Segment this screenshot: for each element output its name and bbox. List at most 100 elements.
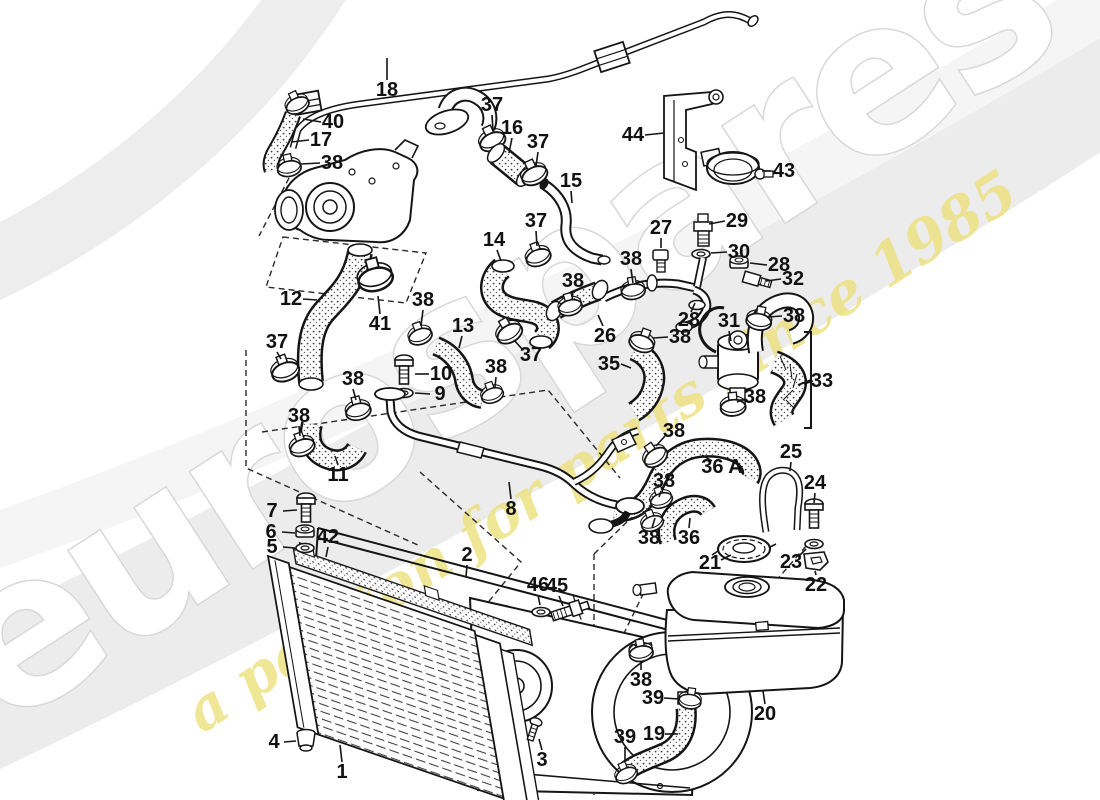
corrugated-hose	[769, 350, 808, 427]
callout-7: 7	[266, 500, 298, 522]
part-number-label: 28	[678, 309, 700, 331]
callout-45: 45	[546, 575, 568, 607]
callout-28: 28	[678, 302, 700, 331]
callout-leader	[302, 298, 318, 301]
part-number-label: 46	[527, 574, 549, 596]
callout-leader	[814, 570, 817, 576]
part-number-label: 8	[505, 498, 516, 520]
part-number-label: 38	[321, 152, 343, 174]
callout-leader	[465, 564, 468, 578]
part-number-label: 39	[642, 687, 664, 709]
sensor-washer	[691, 248, 711, 260]
callout-leader	[334, 455, 339, 466]
callout-15: 15	[560, 170, 582, 204]
part-number-label: 38	[485, 356, 507, 378]
callout-leader	[813, 492, 816, 504]
vent-hose	[759, 466, 804, 533]
callout-leader	[508, 137, 513, 154]
callout-leader	[597, 314, 604, 327]
callout-8: 8	[505, 481, 517, 520]
callout-30: 30	[710, 241, 750, 263]
pump-inlet-hose	[262, 111, 302, 173]
radiator-seal-strip	[292, 547, 534, 647]
callout-leader	[767, 315, 783, 318]
callout-leader	[538, 738, 543, 751]
callout-leader	[300, 162, 321, 165]
callout-leader	[789, 461, 792, 472]
callout-leader	[570, 190, 573, 204]
part-number-label: 30	[728, 241, 750, 263]
callout-9: 9	[414, 383, 446, 405]
callout-leader	[655, 435, 666, 447]
part-number-label: 33	[811, 370, 833, 392]
part-number-label: 36 A	[701, 456, 743, 478]
callout-12: 12	[280, 288, 318, 310]
water-pipe-8	[374, 387, 645, 534]
callout-leader	[736, 398, 746, 403]
callout-leader	[377, 295, 381, 315]
part-number-label: 17	[310, 129, 332, 151]
callout-leader	[803, 380, 814, 385]
watermark-swoosh-top-left	[0, 0, 346, 301]
callout-38: 38	[485, 356, 507, 388]
callout-25: 25	[780, 441, 802, 472]
water-pump	[274, 139, 420, 244]
part-number-label: 18	[376, 79, 398, 101]
callout-33: 33	[803, 370, 833, 392]
part-number-label: 44	[622, 124, 645, 146]
callout-38: 38	[652, 326, 691, 348]
callout-leader	[571, 290, 574, 301]
expansion-tank	[628, 570, 845, 705]
callout-leader	[508, 481, 512, 500]
water-neck	[424, 86, 498, 136]
callout-22: 22	[805, 570, 827, 596]
callout-leader	[283, 740, 297, 743]
part-number-label: 37	[525, 210, 547, 232]
callout-leader	[491, 114, 494, 132]
part-number-label: 26	[594, 325, 616, 347]
callout-leader	[728, 330, 732, 342]
part-number-label: 38	[562, 270, 584, 292]
part-number-label: 37	[266, 331, 288, 353]
mount-washer	[295, 542, 315, 554]
callout-leader	[710, 251, 728, 254]
part-number-label: 21	[699, 552, 721, 574]
callout-31: 31	[718, 310, 740, 342]
callout-38: 38	[638, 517, 660, 549]
callout-39: 39	[642, 687, 680, 709]
callout-leader	[663, 697, 680, 700]
callout-42: 42	[317, 526, 339, 558]
clip-nut	[803, 551, 829, 571]
part-number-label: 42	[317, 526, 339, 548]
callout-leader	[535, 151, 539, 167]
callout-36: 36	[678, 517, 700, 549]
part-number-label: 27	[650, 217, 672, 239]
part-number-label: 45	[546, 575, 568, 597]
part-number-label: 37	[481, 94, 503, 116]
callout-leader	[325, 546, 329, 558]
part-number-label: 6	[265, 521, 276, 543]
part-number-label: 38	[288, 405, 310, 427]
callout-35: 35	[598, 353, 632, 375]
callout-38: 38	[412, 289, 434, 327]
callout-leader	[458, 335, 463, 349]
part-number-label: 14	[483, 229, 506, 251]
callout-leader	[302, 118, 322, 123]
callout-leader	[558, 595, 564, 607]
callout-18: 18	[376, 58, 398, 101]
callout-27: 27	[650, 217, 672, 248]
radiator	[266, 541, 544, 800]
callout-38: 38	[767, 305, 805, 327]
callout-41: 41	[369, 295, 391, 335]
part-number-label: 5	[266, 536, 277, 558]
callout-37: 37	[527, 131, 549, 167]
hose-36a	[613, 437, 762, 523]
shroud-screw	[526, 717, 543, 742]
callout-38: 38	[630, 661, 652, 691]
callout-17: 17	[290, 129, 332, 151]
callout-37: 37	[513, 339, 542, 366]
callout-leader	[630, 268, 634, 284]
callout-46: 46	[527, 574, 549, 606]
part-number-label: 29	[726, 210, 748, 232]
